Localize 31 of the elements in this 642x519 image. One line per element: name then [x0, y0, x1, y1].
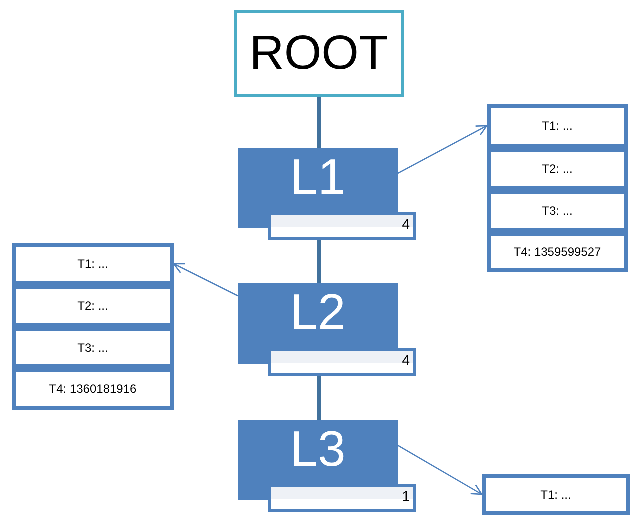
entry-box: [12, 368, 174, 410]
entry-label: T1: ...: [542, 118, 573, 135]
entry-label: T4: 1360181916: [49, 381, 137, 398]
connector-line: [317, 97, 321, 148]
entry-label: T4: 1359599527: [514, 244, 602, 261]
arrow: [398, 445, 483, 496]
connector-line: [317, 376, 321, 420]
entry-box: [487, 232, 628, 272]
count-box: [268, 348, 416, 376]
count-value: 4: [402, 217, 410, 231]
arrow: [173, 263, 238, 297]
entry-label: T3: ...: [542, 203, 573, 220]
entry-box: [12, 243, 174, 285]
entry-label: T1: ...: [540, 486, 572, 504]
root-box: [234, 10, 404, 97]
level-label: L3: [290, 424, 346, 479]
entry-label: T2: ...: [542, 161, 573, 178]
arrow: [398, 125, 488, 174]
level-label: L1: [290, 152, 346, 207]
count-box: [268, 212, 416, 240]
entry-box: [487, 104, 628, 148]
count-box: [268, 484, 416, 512]
entry-label: T3: ...: [78, 340, 108, 356]
entry-label: T2: ...: [78, 298, 108, 315]
entry-box: [482, 474, 630, 515]
entry-label: T1: ...: [78, 256, 108, 273]
count-value: 1: [402, 489, 410, 503]
level-label: L2: [290, 287, 346, 342]
count-value: 4: [402, 353, 410, 367]
connector-line: [317, 240, 321, 283]
root-label: ROOT: [250, 30, 388, 78]
